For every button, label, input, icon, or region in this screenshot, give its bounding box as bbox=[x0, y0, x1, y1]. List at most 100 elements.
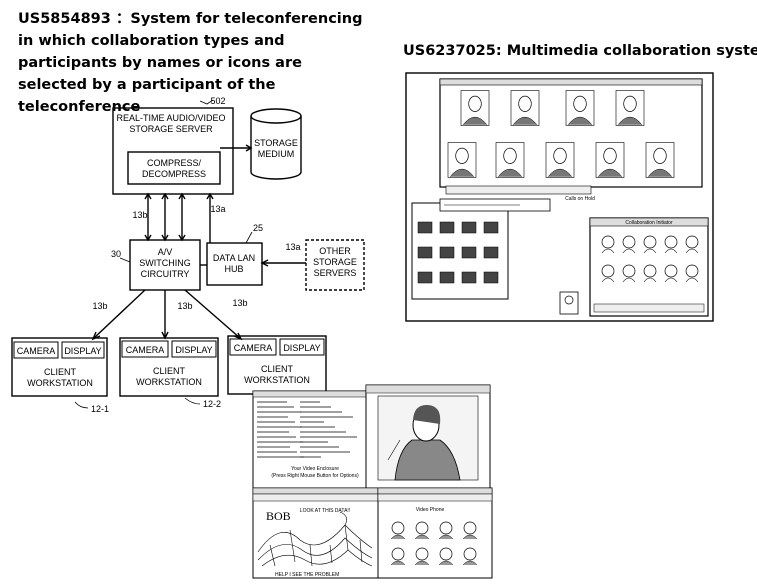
data-lan-hub-box bbox=[206, 242, 263, 286]
workstation-label-3: WORKSTATION bbox=[244, 375, 310, 385]
collaboration-initiator-title: Collaboration Initiator bbox=[625, 220, 673, 226]
video-phone-head bbox=[439, 521, 453, 535]
ref-12-1: 12-1 bbox=[91, 404, 109, 414]
client-label-2: CLIENT bbox=[153, 366, 186, 376]
tool-icon bbox=[461, 271, 477, 284]
participant-head bbox=[643, 235, 657, 249]
video-phone-head bbox=[463, 547, 477, 561]
participant-head bbox=[622, 264, 636, 278]
participant-body bbox=[601, 248, 615, 254]
participant-icons-grid bbox=[601, 235, 699, 283]
storage-label: STORAGE bbox=[254, 138, 298, 148]
face-shoulders bbox=[547, 168, 573, 177]
participant-body bbox=[622, 277, 636, 283]
whiteboard-caption: LOOK AT THIS DATA!! bbox=[300, 508, 350, 514]
tool-icon bbox=[417, 221, 433, 234]
collaboration-screen-figure: Calls on Hold Collaboration Initiator bbox=[405, 72, 714, 322]
video-phone-title: Video Phone bbox=[416, 507, 445, 513]
ref-13b-left: 13b bbox=[92, 301, 107, 311]
face-shoulders bbox=[597, 168, 623, 177]
server-label: REAL-TIME AUDIO/VIDEO bbox=[116, 113, 225, 123]
participant-body bbox=[685, 277, 699, 283]
video-phone-body bbox=[414, 560, 430, 566]
client-label-3: CLIENT bbox=[261, 364, 294, 374]
surface-plot-sketch bbox=[257, 511, 373, 567]
switch-label-3: CIRCUITRY bbox=[141, 269, 190, 279]
face-head bbox=[503, 147, 517, 164]
video-phone-head bbox=[391, 547, 405, 561]
tool-icon bbox=[483, 271, 499, 284]
participant-body bbox=[601, 277, 615, 283]
switch-ref: 30 bbox=[111, 249, 121, 259]
participant-head bbox=[685, 264, 699, 278]
face-head bbox=[603, 147, 617, 164]
ref-13b-right: 13b bbox=[232, 298, 247, 308]
ref-12-2: 12-2 bbox=[203, 399, 221, 409]
hub-ref: 25 bbox=[253, 223, 263, 233]
right-caption: US6237025: Multimedia collaboration syst… bbox=[403, 43, 757, 59]
video-phone-body bbox=[438, 534, 454, 540]
compress-label: COMPRESS/ bbox=[147, 158, 202, 168]
ref-13a-top: 13a bbox=[210, 204, 225, 214]
video-phone-body bbox=[390, 534, 406, 540]
participant-body bbox=[643, 248, 657, 254]
tool-icon bbox=[417, 271, 433, 284]
participant-head bbox=[664, 235, 678, 249]
ref-13b-mid: 13b bbox=[177, 301, 192, 311]
tool-icon bbox=[439, 246, 455, 259]
display-label-3: DISPLAY bbox=[283, 343, 320, 353]
client-label-1: CLIENT bbox=[44, 367, 77, 377]
face-shoulders bbox=[567, 116, 593, 125]
face-head bbox=[573, 95, 587, 112]
server-label-2: STORAGE SERVER bbox=[129, 124, 213, 134]
participant-body bbox=[664, 248, 678, 254]
workstation-label-1: WORKSTATION bbox=[27, 378, 93, 388]
display-label-1: DISPLAY bbox=[64, 346, 101, 356]
switch-label-2: SWITCHING bbox=[139, 258, 191, 268]
participant-head bbox=[664, 264, 678, 278]
switch-label-1: A/V bbox=[158, 247, 173, 257]
video-faces-grid bbox=[447, 90, 675, 178]
other-storage-servers-box bbox=[305, 239, 365, 291]
profile-browser-figure: Your Video Enclosure (Press Right Mouse … bbox=[252, 384, 493, 579]
participant-head bbox=[622, 235, 636, 249]
participant-body bbox=[622, 248, 636, 254]
video-phone-head bbox=[439, 547, 453, 561]
profile-form-lines bbox=[257, 401, 357, 458]
tool-icon bbox=[439, 271, 455, 284]
storage-server-box bbox=[112, 107, 234, 195]
participant-body bbox=[685, 248, 699, 254]
face-shoulders bbox=[647, 168, 673, 177]
client-workstation-1 bbox=[11, 337, 108, 397]
participant-head bbox=[601, 264, 615, 278]
problem-caption: HELP I SEE THE PROBLEM bbox=[275, 572, 339, 578]
face-head bbox=[518, 95, 532, 112]
hub-label-1: DATA LAN bbox=[213, 253, 255, 263]
storage-medium-cylinder bbox=[250, 108, 302, 124]
video-phone-head bbox=[391, 521, 405, 535]
tool-icon bbox=[417, 246, 433, 259]
block-diagram-labels: REAL-TIME AUDIO/VIDEO STORAGE SERVER 502… bbox=[17, 96, 357, 414]
video-enclosure-hint: (Press Right Mouse Button for Options) bbox=[271, 473, 359, 479]
video-enclosure-caption: Your Video Enclosure bbox=[291, 466, 339, 472]
tool-icon bbox=[483, 246, 499, 259]
participant-body bbox=[643, 277, 657, 283]
medium-label: MEDIUM bbox=[258, 149, 295, 159]
camera-label-3: CAMERA bbox=[234, 343, 273, 353]
display-label-2: DISPLAY bbox=[175, 345, 212, 355]
camera-label-1: CAMERA bbox=[17, 346, 56, 356]
video-phone-body bbox=[438, 560, 454, 566]
face-head bbox=[553, 147, 567, 164]
video-phone-head bbox=[415, 521, 429, 535]
video-phone-body bbox=[462, 534, 478, 540]
hub-label-2: HUB bbox=[224, 264, 243, 274]
decompress-label: DECOMPRESS bbox=[142, 169, 206, 179]
face-head bbox=[623, 95, 637, 112]
compress-box bbox=[127, 151, 221, 185]
participant-body bbox=[664, 277, 678, 283]
other-label-1: OTHER bbox=[319, 246, 351, 256]
calls-on-hold-label: Calls on Hold bbox=[565, 196, 595, 202]
tool-icon bbox=[439, 221, 455, 234]
workstation-label-2: WORKSTATION bbox=[136, 377, 202, 387]
